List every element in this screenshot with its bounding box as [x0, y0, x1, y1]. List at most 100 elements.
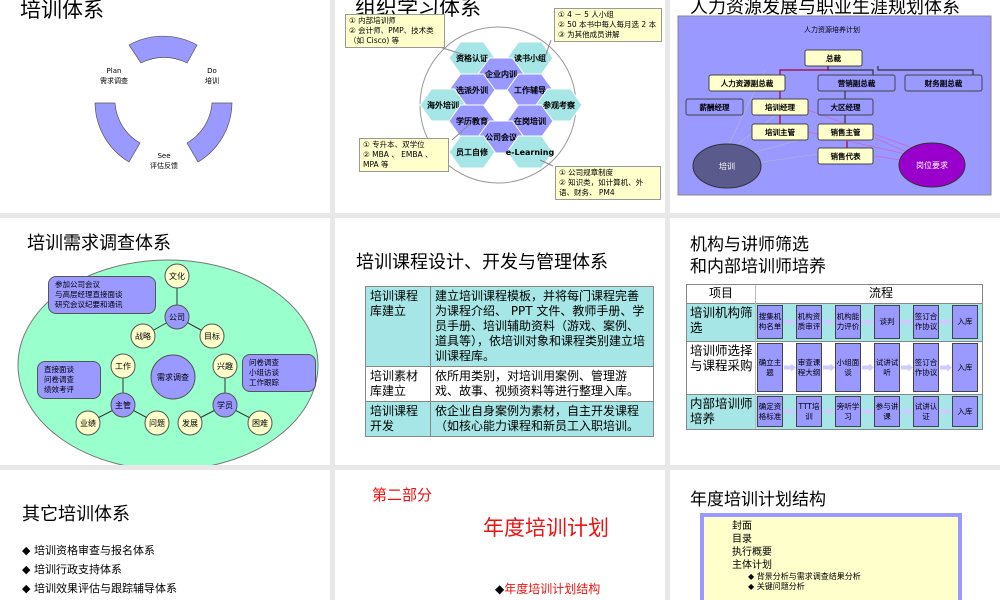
hex-cell — [448, 135, 496, 169]
slide-title: 年度培训计划结构 — [690, 490, 826, 510]
flow-arrow-icon — [901, 363, 913, 372]
org-chart-title: 人力资源培养计划 — [804, 25, 860, 34]
hex-label: 公司会议 — [485, 132, 518, 142]
survey-node — [75, 410, 101, 436]
flow-step: 试讲认证 — [913, 396, 939, 427]
org-node-label: 销售主管 — [831, 127, 861, 137]
org-node — [817, 147, 874, 165]
flow-arrow-icon — [823, 407, 835, 416]
cycle-label-do-zh: 培训 — [205, 76, 219, 85]
ellipse-training-label: 培训 — [719, 161, 735, 171]
slide-thumbnail-8[interactable]: 第二部分 年度培训计划 ◆年度培训计划结构 — [335, 470, 665, 600]
flow-arrow-icon — [784, 318, 796, 326]
slide-thumbnail-4[interactable]: 培训需求调查体系 需求调查 文化公司战略目标工作主管业绩问题兴趣学员发展困难 参… — [0, 218, 330, 465]
callout-company: 参加公司会议与高层经理直接面谈研究会议纪要和通讯 — [48, 276, 156, 314]
cycle-segment-left — [94, 102, 141, 163]
hex-cell — [506, 135, 554, 169]
slide-title: 人力资源发展与职业生涯规划体系 — [690, 0, 960, 18]
slide-thumbnail-2[interactable]: 组织学习体系 资格认证读书小组企业内训选派外训工作辅导海外培训参观考察学历教育在… — [335, 0, 665, 213]
flow-step: 确立主题 — [757, 343, 783, 392]
flow-arrow-icon — [901, 407, 913, 416]
org-node — [751, 123, 809, 141]
cycle-segment-top — [128, 35, 198, 64]
bullet-item: ◆年度培训计划结构 — [495, 582, 601, 596]
flow-step: 机构资质审评 — [796, 305, 822, 339]
bullet-item: ◆ 培训效果评估与跟踪辅导体系 — [22, 582, 177, 595]
survey-node-label: 公司 — [169, 313, 185, 322]
flow-step: 入库 — [952, 305, 978, 339]
survey-node — [110, 392, 136, 418]
slide-title: 培训体系 — [20, 0, 104, 22]
survey-node-label: 业绩 — [80, 418, 96, 428]
survey-node — [130, 323, 156, 349]
flow-step: 签订合作协议 — [913, 343, 939, 392]
survey-node-label: 发展 — [182, 418, 198, 428]
slide-thumbnail-7[interactable]: 其它培训体系 ◆ 培训资格审查与报名体系 ◆ 培训行政支持体系 ◆ 培训效果评估… — [0, 470, 330, 600]
table-row: 培训课程开发依企业自身案例为素材，自主开发课程（如核心能力课程和新员工入职培训。 — [365, 401, 654, 437]
hex-label: 在岗培训 — [514, 116, 546, 126]
flow-arrow-icon — [862, 407, 874, 416]
hex-diagram: 资格认证读书小组企业内训选派外训工作辅导海外培训参观考察学历教育在岗培训公司会议… — [419, 26, 583, 184]
flow-step: 参与讲课 — [874, 396, 900, 427]
bullet-item: ◆ 培训行政支持体系 — [22, 563, 122, 576]
survey-node-label: 学员 — [217, 400, 233, 410]
table-row: 培训素材库建立依所用类别，对培训用案例、管理游戏、故事、视频资料等进行整理入库。 — [365, 366, 654, 402]
org-node — [817, 98, 874, 116]
flow-arrow-icon — [823, 363, 835, 372]
center-node-label: 需求调查 — [157, 372, 189, 382]
slide-title: 机构与讲师筛选和内部培训师培养 — [690, 235, 826, 277]
survey-node-label: 目标 — [204, 331, 220, 341]
hex-label: 读书小组 — [514, 53, 546, 63]
survey-node — [110, 353, 136, 379]
org-node-label: 培训经理 — [765, 102, 795, 112]
org-node-label: 培训主管 — [765, 127, 795, 137]
slide-title: 培训需求调查体系 — [27, 233, 171, 254]
cycle-label-see-zh: 评估反馈 — [150, 161, 178, 170]
flow-table: 项目 流程 培训机构筛选搜集机构名单机构资质审评机构能力评价谈判签订合作协议入库… — [686, 284, 983, 430]
slide-title: 其它培训体系 — [22, 504, 130, 525]
survey-node-label: 战略 — [135, 331, 151, 341]
cycle-segment-right — [186, 102, 233, 163]
slide-thumbnail-5[interactable]: 培训课程设计、开发与管理体系 培训课程库建立建立培训课程模板，并将每门课程完善为… — [335, 218, 665, 465]
callout-supervisor: 直接面谈问卷调查绩效考评 — [37, 361, 101, 399]
survey-node — [212, 392, 238, 418]
section-title: 年度培训计划 — [483, 516, 609, 540]
org-node-label: 大区经理 — [831, 102, 861, 112]
org-node — [708, 74, 786, 92]
cycle-label-see: See — [157, 152, 170, 160]
slide-thumbnail-6[interactable]: 机构与讲师筛选和内部培训师培养 项目 流程 培训机构筛选搜集机构名单机构资质审评… — [670, 218, 1000, 465]
hex-label: 选派外训 — [456, 85, 488, 95]
survey-node — [199, 323, 225, 349]
flow-arrow-icon — [823, 318, 835, 326]
org-node-label: 总裁 — [826, 53, 841, 63]
survey-node-label: 困难 — [252, 418, 268, 428]
slide-thumbnail-1[interactable]: 培训体系 Plan 需求调查 Do 培训 See 评估反馈 — [0, 0, 330, 213]
survey-node-label: 工作 — [115, 361, 131, 371]
org-node-label: 财务副总裁 — [924, 78, 963, 88]
hex-label: 资格认证 — [456, 53, 488, 63]
survey-node — [164, 304, 190, 330]
survey-node-label: 问题 — [149, 419, 165, 428]
org-chart: 人力资源培养计划 总裁人力资源副总裁营销副总裁财务副总裁薪酬经理培训经理大区经理… — [677, 15, 992, 196]
needs-survey-diagram: 需求调查 文化公司战略目标工作主管业绩问题兴趣学员发展困难 — [17, 259, 319, 465]
slide-thumbnail-3[interactable]: 人力资源发展与职业生涯规划体系 人力资源培养计划 总裁人力资源副总裁营销副总裁财… — [670, 0, 1000, 213]
survey-node-label: 主管 — [115, 400, 131, 410]
flow-row-item: 培训师选择与课程采购 — [690, 343, 753, 373]
course-table: 培训课程库建立建立培训课程模板，并将每门课程完善为课程介绍、 PPT 文件、教师… — [365, 286, 654, 437]
hex-label: 参观考察 — [542, 100, 576, 110]
section-label: 第二部分 — [372, 486, 433, 504]
slide-thumbnail-9[interactable]: 年度培训计划结构 封面目录执行概要主体计划 ◆ 背景分析与需求调查结果分析◆ 关… — [670, 470, 1000, 600]
bullet-item: ◆ 培训资格审查与报名体系 — [22, 544, 155, 557]
survey-node — [177, 410, 203, 436]
ellipse-job-requirements-label: 岗位要求 — [916, 160, 948, 170]
table-row: 培训课程库建立建立培训课程模板，并将每门课程完善为课程介绍、 PPT 文件、教师… — [365, 286, 654, 367]
flow-arrow-icon — [940, 407, 952, 416]
flow-step: TTT培训 — [796, 396, 822, 427]
org-node-label: 销售代表 — [831, 151, 861, 161]
flow-arrow-icon — [784, 363, 796, 372]
org-node-label: 薪酬经理 — [700, 102, 730, 112]
survey-node — [144, 410, 170, 436]
